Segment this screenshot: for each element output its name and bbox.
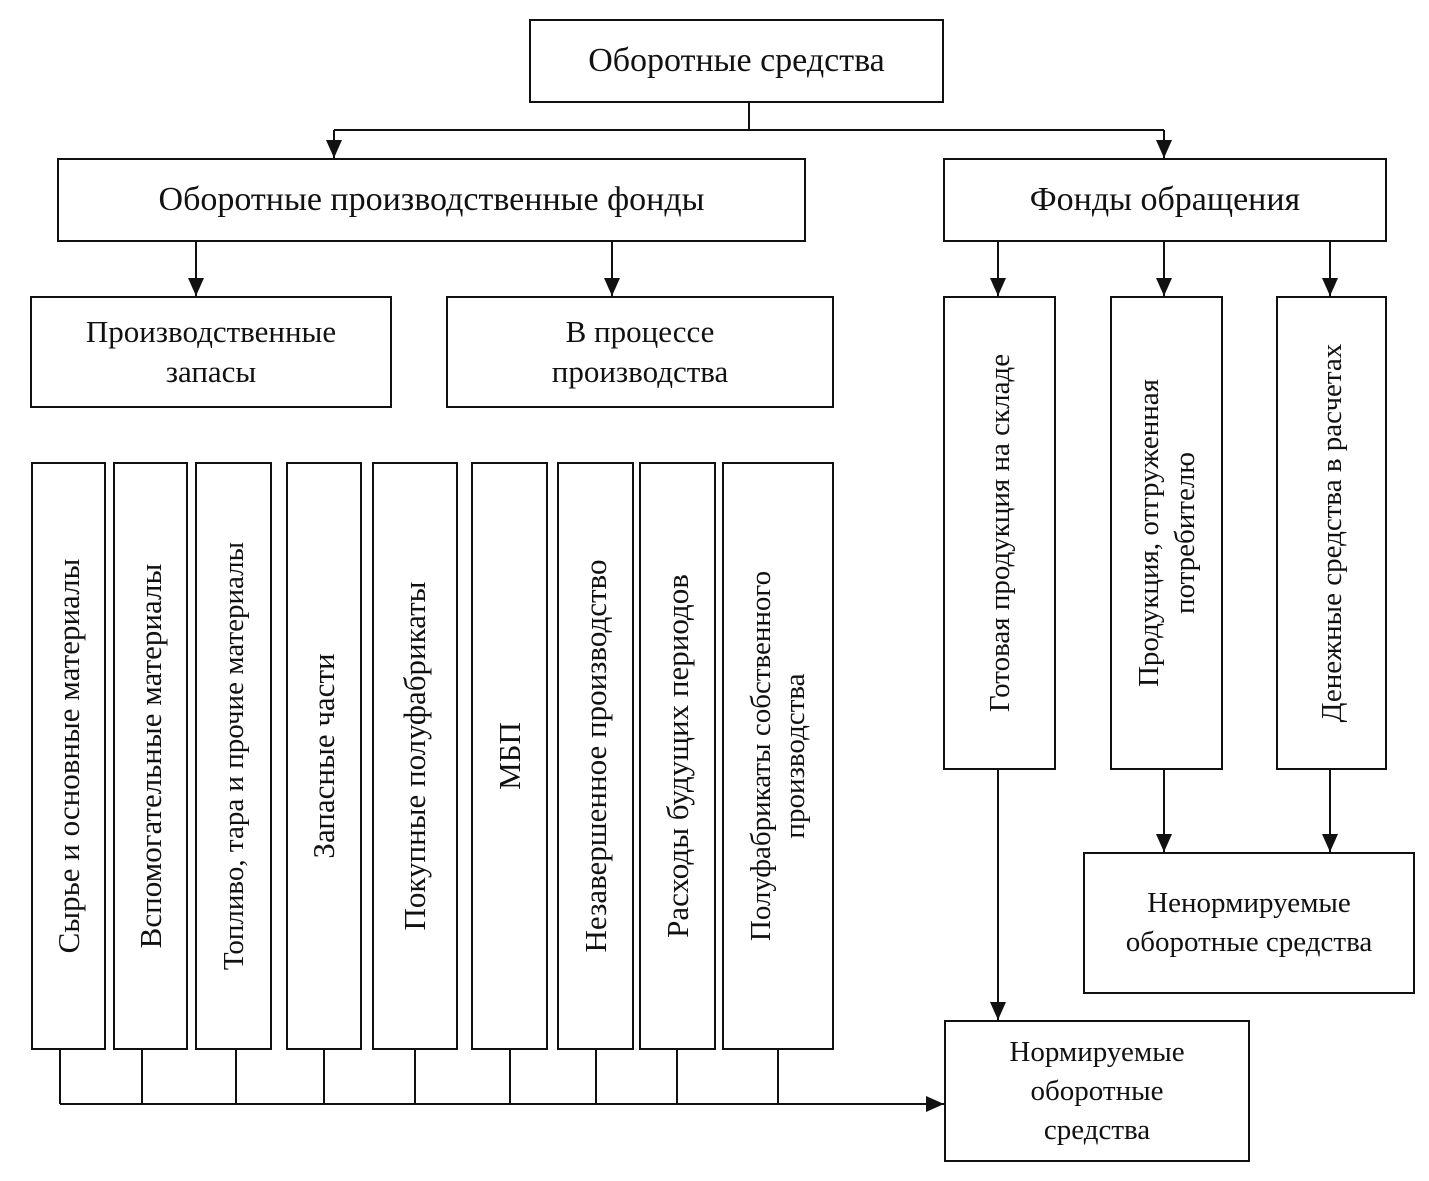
inventory-item: Запасные части <box>286 462 362 1050</box>
inventory-item-label: МБП <box>491 722 527 790</box>
circulation-item-label: Денежные средства в расчетах <box>1315 343 1348 723</box>
normalized-node: Нормируемые оборотные средства <box>944 1020 1250 1162</box>
production-funds-label: Оборотные производственные фонды <box>158 181 705 218</box>
production-funds-node: Оборотные производственные фонды <box>57 158 806 242</box>
inventory-item: МБП <box>471 462 548 1050</box>
inventories-node: Производственные запасы <box>30 296 392 408</box>
process-item: Полуфабрикаты собственного производства <box>722 462 834 1050</box>
inventories-label: Производственные запасы <box>85 314 337 389</box>
circulation-item: Денежные средства в расчетах <box>1276 296 1387 770</box>
inventory-item-label: Топливо, тара и прочие материалы <box>217 541 250 971</box>
in-process-node: В процессе производства <box>446 296 834 408</box>
circulation-item: Продукция, отгруженная потребителю <box>1110 296 1223 770</box>
circulation-funds-label: Фонды обращения <box>1029 181 1301 218</box>
process-item: Расходы будущих периодов <box>639 462 716 1050</box>
in-process-label: В процессе производства <box>551 314 729 389</box>
process-item-label: Незавершенное производство <box>577 559 613 953</box>
inventory-item-label: Сырье и основные материалы <box>50 558 86 954</box>
root-node: Оборотные средства <box>529 19 944 103</box>
non-normalized-node: Ненормируемые оборотные средства <box>1083 852 1415 994</box>
circulation-item-label: Продукция, отгруженная потребителю <box>1132 378 1201 688</box>
inventory-item: Сырье и основные материалы <box>31 462 106 1050</box>
non-normalized-label: Ненормируемые оборотные средства <box>1125 887 1373 958</box>
inventory-item-label: Запасные части <box>306 653 341 859</box>
circulation-item-label: Готовая продукция на складе <box>983 353 1016 713</box>
process-item: Незавершенное производство <box>557 462 634 1050</box>
normalized-label: Нормируемые оборотные средства <box>1009 1035 1185 1146</box>
circulation-item: Готовая продукция на складе <box>943 296 1056 770</box>
inventory-item: Покупные полуфабрикаты <box>372 462 458 1050</box>
process-item-label: Расходы будущих периодов <box>659 574 695 938</box>
inventory-item: Топливо, тара и прочие материалы <box>195 462 272 1050</box>
inventory-item-label: Вспомогательные материалы <box>132 563 168 949</box>
inventory-item-label: Покупные полуфабрикаты <box>397 581 432 931</box>
inventory-item: Вспомогательные материалы <box>113 462 188 1050</box>
process-item-label: Полуфабрикаты собственного производства <box>745 570 811 942</box>
circulation-funds-node: Фонды обращения <box>943 158 1387 242</box>
root-label: Оборотные средства <box>588 42 885 79</box>
